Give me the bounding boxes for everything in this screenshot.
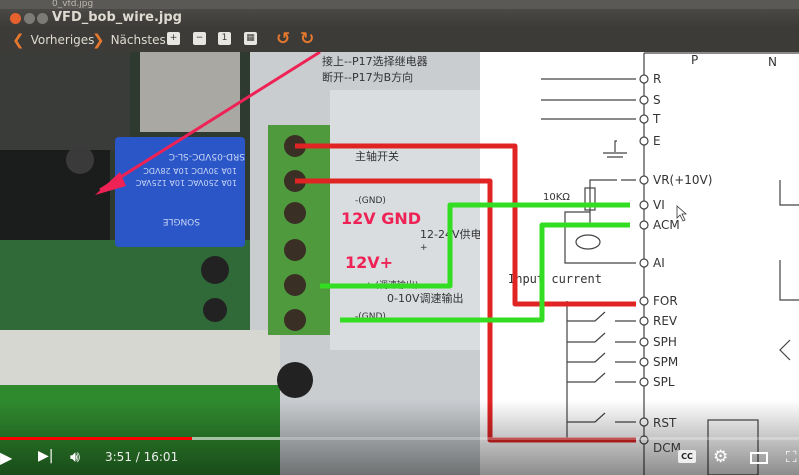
rotate-right-icon[interactable]: ↻ bbox=[300, 29, 315, 49]
background-window-title: 0_vfd.jpg bbox=[52, 0, 94, 9]
normal-size-icon[interactable]: 1 bbox=[218, 32, 231, 45]
played-bar bbox=[0, 437, 192, 440]
play-icon[interactable]: ▶ bbox=[0, 448, 13, 467]
svg-text:VI: VI bbox=[653, 198, 665, 212]
svg-text:AI: AI bbox=[653, 256, 665, 270]
svg-text:12V+: 12V+ bbox=[345, 253, 393, 272]
svg-text:-(GND): -(GND) bbox=[355, 196, 386, 206]
svg-text:SPM: SPM bbox=[653, 355, 678, 369]
relay bbox=[115, 137, 245, 247]
minimize-window-button[interactable] bbox=[24, 13, 35, 24]
svg-text:主轴开关: 主轴开关 bbox=[355, 149, 399, 163]
best-fit-icon[interactable]: ▦ bbox=[244, 32, 257, 45]
volume-icon[interactable]: 🔊︎ bbox=[70, 447, 81, 466]
window-title: VFD_bob_wire.jpg bbox=[52, 10, 182, 25]
svg-text:VR(+10V): VR(+10V) bbox=[653, 173, 712, 187]
svg-text:断开--P17为B方向: 断开--P17为B方向 bbox=[322, 70, 413, 84]
rotate-left-icon[interactable]: ↺ bbox=[276, 29, 291, 49]
green-wire-acm bbox=[340, 222, 630, 323]
fullscreen-icon[interactable]: ⛶ bbox=[786, 448, 797, 466]
red-wire-dcm bbox=[295, 178, 636, 443]
captions-button[interactable]: CC bbox=[678, 450, 696, 463]
next-button[interactable]: ❯Nächstes bbox=[92, 31, 166, 49]
svg-text:SRD-05VDC-SL-C: SRD-05VDC-SL-C bbox=[169, 151, 245, 161]
svg-text:SONGLE: SONGLE bbox=[162, 216, 200, 226]
svg-text:S: S bbox=[653, 93, 661, 107]
svg-text:E: E bbox=[653, 134, 661, 148]
mouse-cursor-icon bbox=[676, 205, 688, 222]
zoom-out-icon[interactable]: − bbox=[193, 32, 206, 45]
chevron-left-icon: ❮ bbox=[12, 31, 25, 49]
svg-text:0-10V调速输出: 0-10V调速输出 bbox=[387, 291, 464, 305]
svg-text:Input current: Input current bbox=[508, 272, 602, 286]
svg-text:ACM: ACM bbox=[653, 218, 680, 232]
svg-text:10KΩ: 10KΩ bbox=[543, 192, 570, 203]
next-video-icon[interactable]: ▶| bbox=[38, 448, 54, 464]
chevron-right-icon: ❯ bbox=[92, 31, 105, 49]
svg-text:R: R bbox=[653, 72, 661, 86]
svg-text:10A 30VDC 10A 28VDC: 10A 30VDC 10A 28VDC bbox=[143, 166, 237, 175]
progress-bar[interactable] bbox=[0, 437, 799, 440]
background-window-titlebar: 0_vfd.jpg bbox=[0, 0, 799, 9]
time-display: 3:51 / 16:01 bbox=[105, 450, 179, 464]
green-wire-vi bbox=[320, 202, 630, 289]
red-wire-for bbox=[295, 143, 636, 307]
svg-text:12V GND: 12V GND bbox=[341, 209, 421, 228]
svg-text:SPH: SPH bbox=[653, 335, 677, 349]
svg-text:FOR: FOR bbox=[653, 294, 678, 308]
svg-text:T: T bbox=[652, 112, 661, 126]
svg-text:接上--P17选择继电器: 接上--P17选择继电器 bbox=[322, 54, 428, 68]
svg-text:REV: REV bbox=[653, 314, 678, 328]
previous-button[interactable]: ❮Vorheriges bbox=[12, 31, 95, 49]
close-window-button[interactable] bbox=[10, 13, 21, 24]
theater-mode-icon[interactable] bbox=[750, 452, 768, 464]
image-viewer-toolbar: ❮Vorheriges ❯Nächstes + − 1 ▦ ↺ ↻ bbox=[0, 27, 799, 52]
svg-text:+: + bbox=[420, 243, 428, 253]
svg-text:-(GND): -(GND) bbox=[355, 312, 386, 322]
terminal-block bbox=[268, 125, 330, 335]
svg-text:P: P bbox=[691, 53, 698, 67]
maximize-window-button[interactable] bbox=[37, 13, 48, 24]
svg-text:SPL: SPL bbox=[653, 375, 675, 389]
svg-text:N: N bbox=[768, 55, 777, 69]
pointer-arrow bbox=[99, 50, 321, 192]
usb-port bbox=[140, 52, 240, 132]
svg-text:10A 250VAC 10A 125VAC: 10A 250VAC 10A 125VAC bbox=[135, 178, 237, 187]
zoom-in-icon[interactable]: + bbox=[167, 32, 180, 45]
window-titlebar: VFD_bob_wire.jpg bbox=[0, 9, 799, 27]
settings-gear-icon[interactable]: ⚙ bbox=[713, 447, 729, 467]
